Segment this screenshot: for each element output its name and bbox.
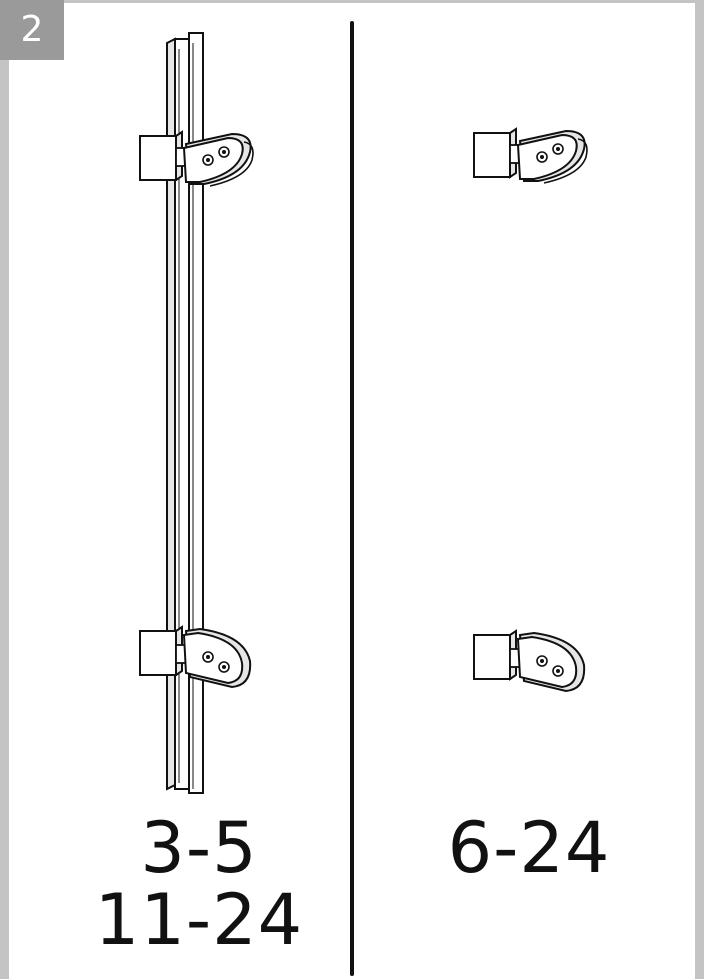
glass-clamp-icon — [139, 626, 252, 688]
glass-clamp-icon — [473, 630, 586, 692]
left-range-label-1: 3-5 — [140, 807, 258, 889]
step-number-badge: 2 — [0, 0, 64, 60]
left-range-label-2: 11-24 — [94, 879, 304, 961]
glass-clamp-icon — [473, 128, 588, 184]
panel-divider — [350, 21, 354, 976]
right-range-label: 6-24 — [447, 807, 611, 889]
assembly-illustration — [139, 32, 588, 794]
